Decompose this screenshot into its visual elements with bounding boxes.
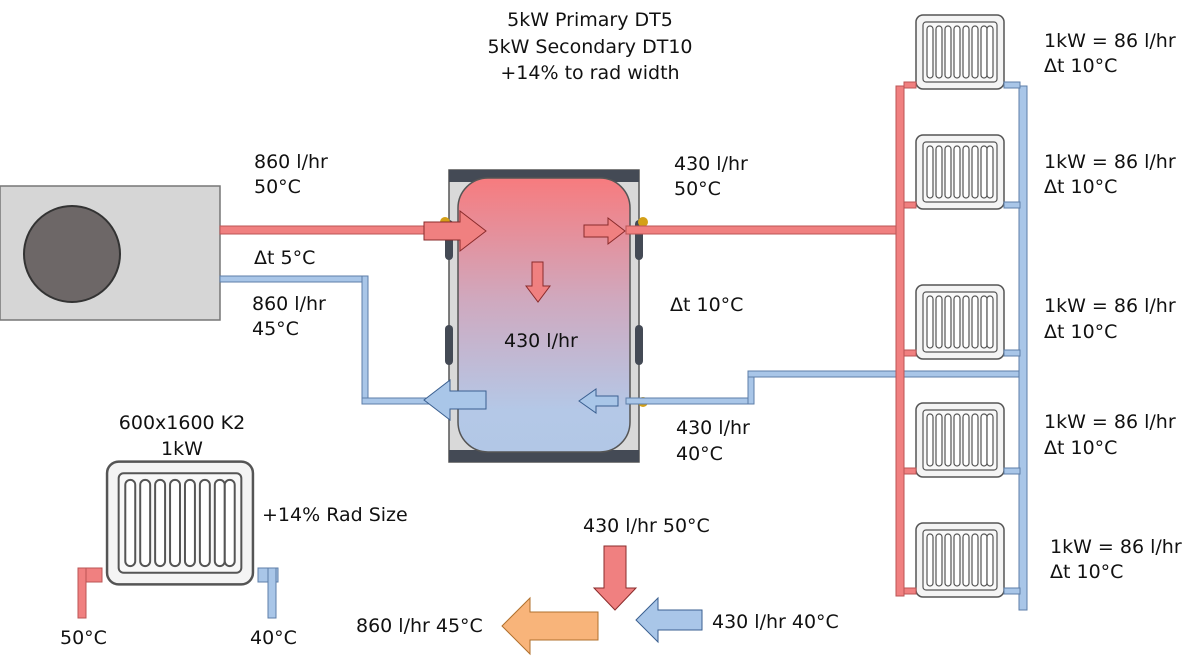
primary-return-arrow-icon — [423, 378, 487, 422]
primary-return-temp: 45°C — [252, 318, 299, 340]
secondary-return-temp: 40°C — [676, 443, 723, 465]
radiator-3-delta: Δt 10°C — [1044, 321, 1118, 343]
fan-icon — [23, 205, 121, 303]
example-radiator — [77, 460, 279, 619]
radiator-3-load: 1kW = 86 l/hr — [1044, 295, 1176, 317]
primary-flow-arrow-icon — [423, 209, 487, 253]
radiator-5 — [903, 522, 1021, 598]
mix-hot-in: 430 l/hr 50°C — [583, 515, 710, 537]
secondary-flow-temp: 50°C — [674, 178, 721, 200]
example-radiator-model: 600x1600 K2 — [118, 412, 246, 434]
primary-flow-pipe — [219, 225, 449, 235]
radiator-1-delta: Δt 10°C — [1044, 55, 1118, 77]
radiator-4-delta: Δt 10°C — [1044, 437, 1118, 459]
return-riser — [1018, 85, 1028, 611]
mix-cold-arrow-icon — [635, 596, 703, 644]
mix-hot-arrow-icon — [592, 545, 638, 611]
radiator-2-delta: Δt 10°C — [1044, 176, 1118, 198]
radiator-4 — [903, 402, 1021, 478]
radiator-5-delta: Δt 10°C — [1050, 561, 1124, 583]
secondary-return-pipe — [625, 370, 1025, 405]
header-line-3: +14% to rad width — [500, 62, 680, 84]
secondary-delta: Δt 10°C — [670, 294, 744, 316]
example-radiator-flow-temp: 50°C — [60, 627, 107, 649]
mix-out: 860 l/hr 45°C — [356, 615, 483, 637]
example-radiator-size-note: +14% Rad Size — [262, 504, 408, 526]
secondary-return-rate: 430 l/hr — [676, 417, 750, 439]
secondary-return-arrow-icon — [578, 388, 619, 414]
primary-return-pipe — [219, 275, 449, 405]
radiator-3 — [903, 284, 1021, 360]
header-line-2: 5kW Secondary DT10 — [487, 36, 693, 58]
radiator-1-load: 1kW = 86 l/hr — [1044, 30, 1176, 52]
flow-riser — [895, 85, 905, 597]
radiator-1 — [903, 14, 1021, 90]
radiator-2-load: 1kW = 86 l/hr — [1044, 151, 1176, 173]
secondary-flow-rate: 430 l/hr — [674, 153, 748, 175]
example-radiator-return-temp: 40°C — [250, 627, 297, 649]
tank-down-arrow-icon — [525, 261, 551, 303]
mix-out-arrow-icon — [501, 596, 599, 656]
primary-return-rate: 860 l/hr — [252, 293, 326, 315]
secondary-flow-arrow-icon — [583, 216, 626, 246]
example-radiator-output: 1kW — [161, 438, 203, 460]
tank-internal-flow: 430 l/hr — [504, 330, 578, 352]
primary-flow-temp: 50°C — [254, 176, 301, 198]
primary-flow-rate: 860 l/hr — [254, 151, 328, 173]
radiator-2 — [903, 134, 1021, 210]
mix-cold-in: 430 l/hr 40°C — [712, 611, 839, 633]
radiator-5-load: 1kW = 86 l/hr — [1050, 536, 1182, 558]
secondary-flow-pipe — [625, 225, 903, 235]
buffer-tank — [440, 169, 648, 463]
heat-pump-unit — [0, 185, 221, 321]
header-line-1: 5kW Primary DT5 — [507, 9, 673, 31]
primary-delta: Δt 5°C — [254, 247, 316, 269]
radiator-4-load: 1kW = 86 l/hr — [1044, 411, 1176, 433]
